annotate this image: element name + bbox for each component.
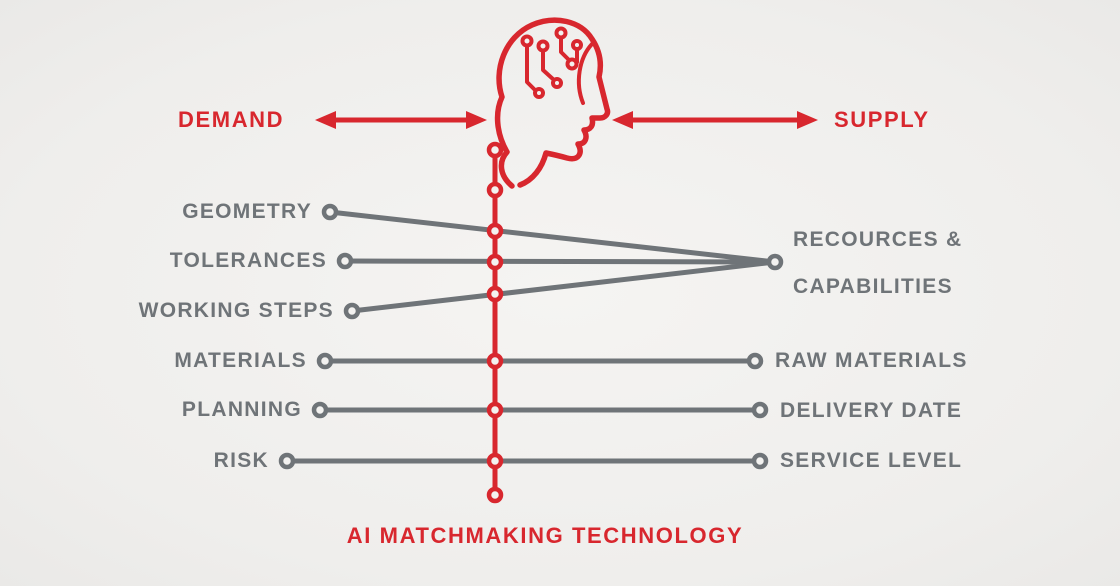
spine-node [486, 401, 504, 419]
demand-label: DEMAND [178, 107, 285, 132]
connector-geometry [327, 209, 778, 265]
supply-item-resources-line1: RECOURCES & [793, 228, 963, 251]
supply-arrowhead-right [797, 111, 818, 129]
demand-item-geometry: GEOMETRY [182, 200, 312, 223]
spine-node [486, 222, 504, 240]
connector-working-steps [349, 259, 778, 314]
circuit-traces [525, 37, 579, 93]
demand-item-tolerances: TOLERANCES [169, 249, 327, 272]
connector-lines [284, 209, 778, 464]
spine-node [486, 452, 504, 470]
demand-item-working-steps: WORKING STEPS [138, 299, 334, 322]
dot-materials [316, 352, 334, 370]
circuit-nodes [520, 26, 583, 99]
head-outline [494, 17, 611, 189]
supply-label: SUPPLY [834, 107, 930, 132]
demand-item-risk: RISK [213, 449, 269, 472]
supply-arrowhead-left [612, 111, 633, 129]
footer-title: AI MATCHMAKING TECHNOLOGY [346, 523, 744, 548]
dot-service-level [751, 452, 769, 470]
dot-tolerances [336, 252, 354, 270]
spine-node-bottom [486, 486, 504, 504]
supply-item-delivery-date: DELIVERY DATE [780, 399, 963, 422]
spine-nodes [486, 141, 504, 504]
dot-raw-materials [746, 352, 764, 370]
demand-item-planning: PLANNING [181, 398, 302, 421]
demand-item-materials: MATERIALS [174, 349, 307, 372]
dot-risk [278, 452, 296, 470]
spine-node [486, 285, 504, 303]
brain-face-divider [576, 42, 594, 105]
dot-delivery-date [751, 401, 769, 419]
demand-arrowhead-right [466, 111, 487, 129]
ai-circuit-head-icon [494, 17, 611, 189]
spine-node [486, 181, 504, 199]
endpoint-dots [278, 203, 784, 470]
supply-item-service-level: SERVICE LEVEL [780, 449, 963, 472]
supply-item-resources-line2: CAPABILITIES [793, 275, 953, 298]
demand-arrowhead-left [315, 111, 336, 129]
dot-resources-capabilities [766, 253, 784, 271]
spine-node-top [486, 141, 504, 159]
spine-node [486, 253, 504, 271]
arrows [315, 111, 818, 129]
dot-planning [311, 401, 329, 419]
spine-node [486, 352, 504, 370]
supply-item-raw-materials: RAW MATERIALS [775, 349, 968, 372]
dot-geometry [321, 203, 339, 221]
dot-working-steps [343, 302, 361, 320]
connector-tolerances [342, 258, 778, 265]
